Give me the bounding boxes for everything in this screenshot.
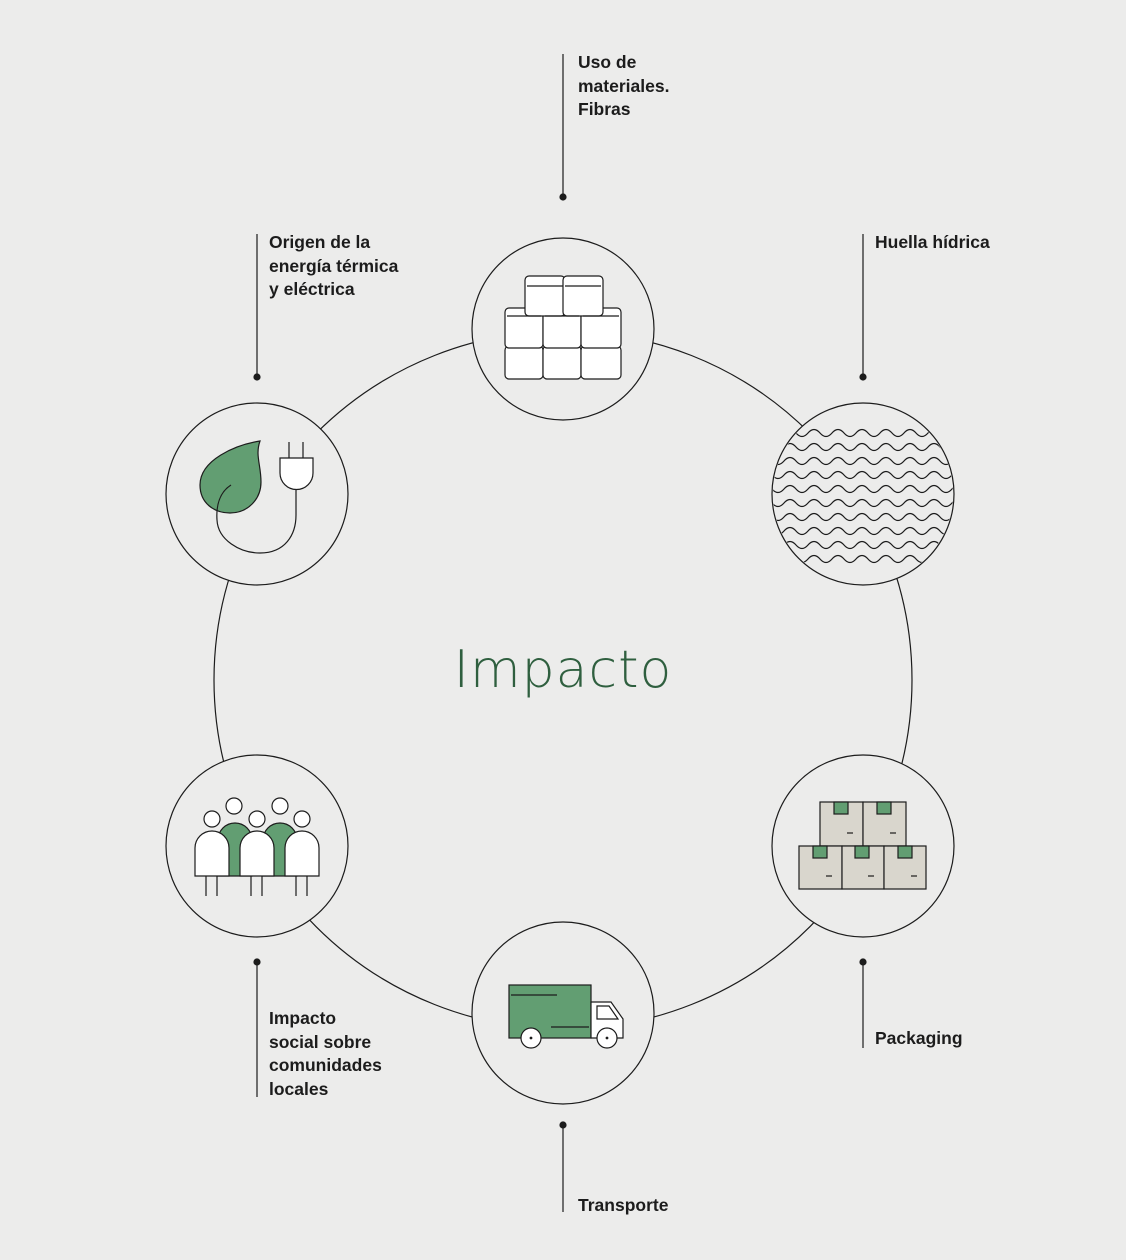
label-packaging: Packaging (875, 1027, 963, 1051)
label-social: Impacto social sobre comunidades locales (269, 1007, 382, 1101)
wave-line (773, 526, 953, 536)
boxes-icon (798, 801, 927, 890)
label-transport-line-1: Transporte (578, 1195, 669, 1215)
leader-dot-energy (253, 373, 261, 381)
label-social-line-4: locales (269, 1078, 329, 1099)
label-energy: Origen de la energía térmica y eléctrica (269, 231, 398, 302)
wave-line (773, 512, 953, 522)
label-materials-line-3: Fibras (578, 99, 631, 119)
leaf-plug-icon (199, 440, 314, 554)
label-energy-line-3: y eléctrica (269, 279, 355, 299)
label-materials: Uso de materiales. Fibras (578, 51, 669, 122)
leader-dot-social (253, 958, 261, 966)
label-water: Huella hídrica (875, 231, 990, 255)
label-packaging-line-1: Packaging (875, 1028, 963, 1048)
truck-icon (508, 984, 624, 1049)
leader-lines (253, 54, 867, 1212)
node-circle-water (771, 402, 955, 586)
label-social-line-3: comunidades (269, 1055, 382, 1075)
label-transport: Transporte (578, 1194, 668, 1218)
leader-dot-materials (559, 193, 567, 201)
label-energy-line-1: Origen de la (269, 232, 371, 252)
diagram-title: Impacto (453, 640, 673, 700)
label-materials-line-2: materiales. (578, 75, 670, 96)
label-social-line-1: Impacto (269, 1008, 337, 1028)
fiber-blocks-icon (504, 275, 622, 380)
leader-dot-transport (559, 1121, 567, 1129)
people-icon (194, 797, 320, 896)
label-social-line-2: social sobre (269, 1031, 372, 1052)
wave-line (773, 470, 953, 480)
wave-line (773, 498, 953, 508)
label-water-line-1: Huella hídrica (875, 232, 990, 252)
leader-dot-water (859, 373, 867, 381)
wave-line (773, 456, 953, 466)
leader-dot-packaging (859, 958, 867, 966)
label-materials-line-1: Uso de (578, 52, 637, 72)
label-energy-line-2: energía térmica (269, 255, 399, 276)
wave-line (773, 484, 953, 494)
